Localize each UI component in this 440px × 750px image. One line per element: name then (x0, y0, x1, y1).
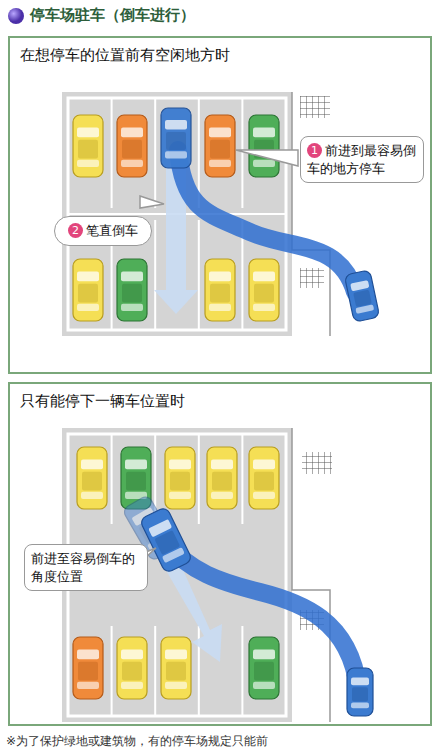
slot-line (241, 626, 243, 716)
slot-line (111, 98, 113, 208)
car (117, 259, 147, 321)
panel-heading: 只有能停下一辆车位置时 (20, 392, 185, 411)
callout-box: 1前进到最容易倒车的地方停车 (300, 136, 424, 183)
slot-line (154, 220, 156, 330)
car (249, 259, 279, 321)
panel-heading: 在想停车的位置前有空闲地方时 (20, 46, 230, 65)
slot-line (285, 434, 287, 524)
slot-line (198, 434, 200, 524)
car (73, 637, 103, 699)
car (73, 259, 103, 321)
scenario-panel: 只有能停下一辆车位置时前进至容易倒车的角度位置 (8, 382, 432, 726)
car (73, 115, 103, 177)
caption: ※为了保护绿地或建筑物，有的停车场规定只能前 (6, 733, 268, 750)
slot-line (285, 626, 287, 716)
drive-path (165, 542, 358, 688)
car (249, 115, 279, 177)
slot-line (67, 434, 69, 524)
slot-line (241, 434, 243, 524)
scenario-panel: 在想停车的位置前有空闲地方时 1前进到最容易倒车的地方停车 2笔直倒车 (8, 36, 432, 374)
car (207, 447, 237, 509)
slot-line (154, 626, 156, 716)
car (347, 668, 373, 716)
slot-line (154, 98, 156, 208)
car (249, 637, 279, 699)
car (161, 637, 191, 699)
slot-line (111, 434, 113, 524)
slot-line (241, 98, 243, 208)
slot-line (198, 220, 200, 330)
title-bullet (8, 8, 24, 24)
callout-tail (140, 196, 164, 208)
car (77, 447, 107, 509)
callout-number: 1 (307, 143, 322, 158)
car (205, 115, 235, 177)
slot-line (111, 626, 113, 716)
car (344, 270, 379, 322)
slot-line (67, 98, 69, 208)
callout-text: 前进至容易倒车的角度位置 (31, 551, 135, 584)
car (205, 259, 235, 321)
car (117, 115, 147, 177)
title: 停车场驻车（倒车进行） (30, 6, 195, 25)
car (249, 447, 279, 509)
callout-box: 2笔直倒车 (54, 216, 152, 246)
callout-text: 笔直倒车 (86, 223, 138, 238)
callout-text: 前进到最容易倒车的地方停车 (307, 143, 416, 176)
callout-box: 前进至容易倒车的角度位置 (24, 544, 148, 591)
car (161, 108, 191, 168)
callout-tail (236, 150, 298, 166)
car (165, 447, 195, 509)
slot-line (67, 626, 69, 716)
cars (73, 108, 380, 716)
callout-number: 2 (68, 223, 83, 238)
car (117, 637, 147, 699)
